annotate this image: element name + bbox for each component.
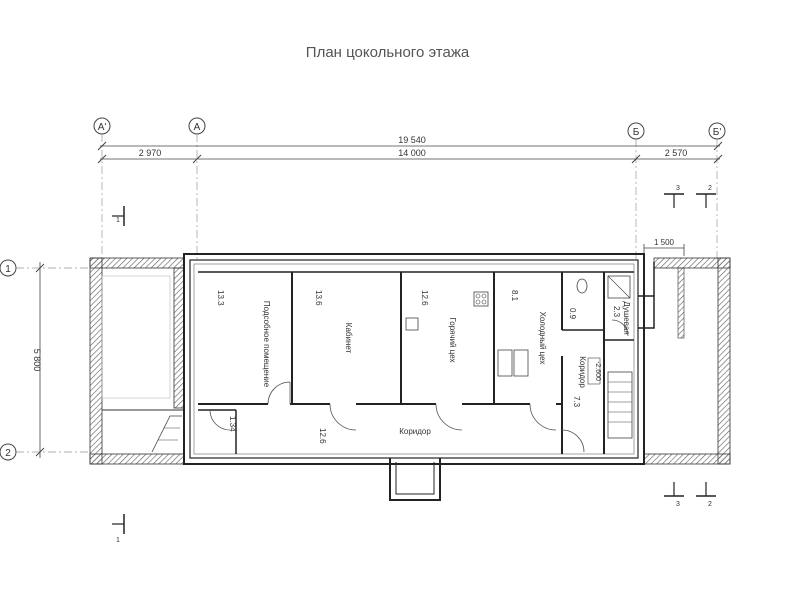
dimension-right: 2 570 (665, 148, 688, 158)
dimension-middle: 14 000 (398, 148, 426, 158)
page-title: План цокольного этажа (305, 44, 470, 61)
building-walls (183, 253, 655, 501)
hatched-walls (89, 257, 731, 465)
room-area-4: 8.1 (510, 290, 519, 302)
axis-markers-left: 1 2 (0, 259, 90, 461)
room-name-6: Коридор (578, 356, 587, 388)
shower-tray-icon (607, 275, 631, 299)
dimension-stub-label: 1 500 (654, 238, 675, 247)
fixtures (405, 275, 631, 377)
room-area-5: 2.3 (612, 306, 621, 318)
wc-area: 0.9 (568, 308, 577, 320)
section-mark-bottom-3: 3 (676, 501, 680, 508)
axis-label-b: Б (633, 127, 640, 138)
interior-partitions (151, 271, 634, 454)
section-mark-top-2: 2 (708, 185, 712, 192)
room-area-7: 12.6 (318, 428, 327, 444)
room-name-2: Кабинет (344, 323, 353, 354)
dimension-overall: 19 540 (398, 135, 426, 145)
section-marks: 1 1 3 2 3 2 (112, 185, 716, 544)
section-mark-bottom-2: 2 (708, 501, 712, 508)
room-name-4: Холодный цех (538, 312, 547, 365)
dimension-left: 2 970 (139, 148, 162, 158)
axis-label-a: А (194, 122, 201, 133)
room-area-1: 13.3 (216, 290, 225, 306)
toilet-icon (576, 278, 588, 294)
door-swings (209, 319, 629, 453)
axis-label-a-prime: А' (98, 122, 107, 133)
axis-label-1: 1 (5, 264, 11, 275)
room-labels: 13.3 Подсобное помещение 13.6 Кабинет 12… (216, 290, 631, 444)
section-mark-bottom-left: 1 (116, 537, 120, 544)
section-mark-top-left: 1 (116, 217, 120, 224)
room-name-7: Коридор (399, 427, 431, 436)
sink-right-icon (513, 349, 529, 377)
vestibule-area: 1.34 (228, 416, 237, 432)
room-name-5: Душевая (622, 301, 631, 334)
axis-label-b-prime: Б' (713, 127, 722, 138)
dimension-stub: 1 500 (643, 238, 685, 256)
room-name-1: Подсобное помещение (262, 301, 271, 388)
dimension-depth: 5 800 (32, 349, 42, 372)
level-mark: -2.600 (594, 361, 601, 381)
sink-icon (405, 317, 419, 331)
room-area-2: 13.6 (314, 290, 323, 306)
axis-label-2: 2 (5, 448, 11, 459)
dimension-lines-top: 19 540 2 970 14 000 2 570 (97, 135, 723, 164)
sink-left-icon (497, 349, 513, 377)
room-name-3: Горячий цех (448, 317, 457, 362)
room-area-3: 12.6 (420, 290, 429, 306)
dimension-line-depth: 5 800 (32, 262, 45, 458)
room-area-6: 7.3 (572, 396, 581, 408)
section-mark-top-3: 3 (676, 185, 680, 192)
stove-icon (473, 291, 489, 307)
